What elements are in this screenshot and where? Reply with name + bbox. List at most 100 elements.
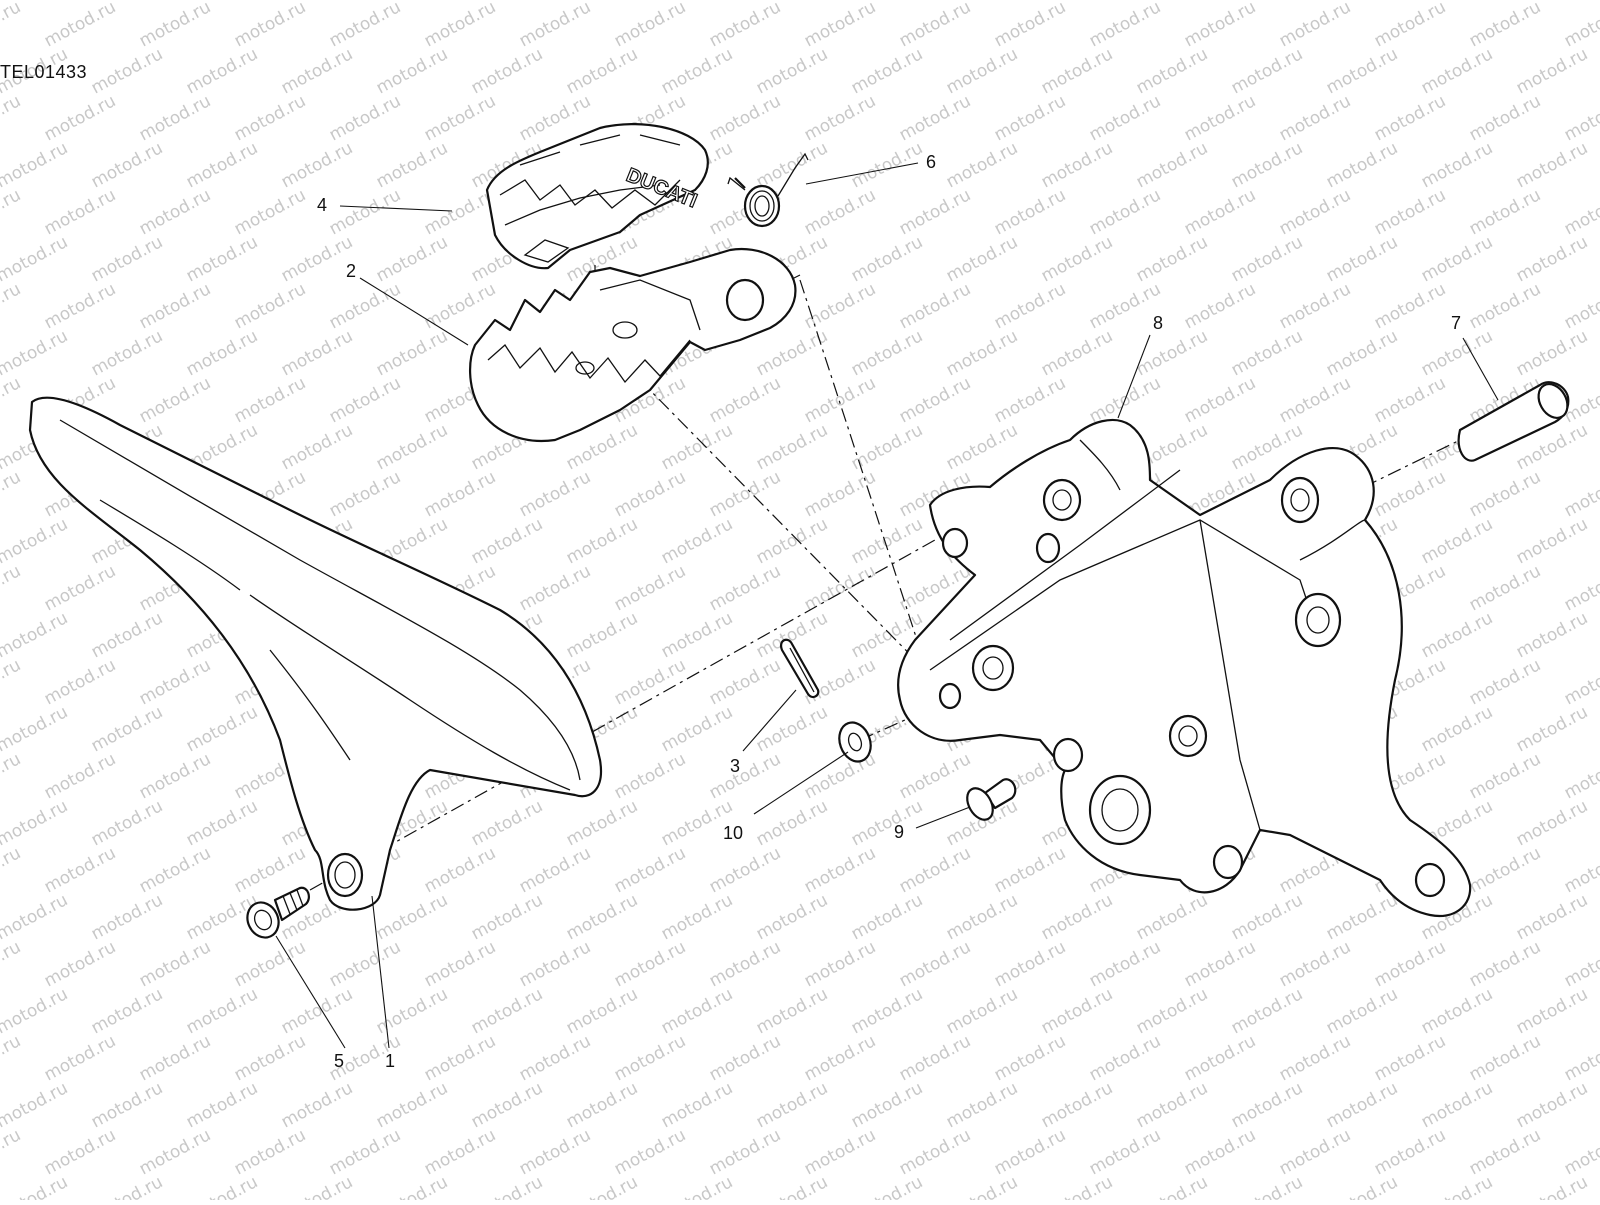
watermark-text: motod.ru — [848, 44, 926, 98]
watermark-text: motod.ru — [231, 1031, 309, 1085]
watermark-text: motod.ru — [1561, 937, 1600, 991]
watermark-text: motod.ru — [0, 1078, 71, 1132]
watermark-text: motod.ru — [1513, 1078, 1591, 1132]
watermark-text: motod.ru — [1418, 702, 1496, 756]
watermark-text: motod.ru — [373, 44, 451, 98]
watermark-text: motod.ru — [1133, 1172, 1211, 1200]
washer — [838, 721, 872, 763]
watermark-text: motod.ru — [848, 514, 926, 568]
watermark-text: motod.ru — [136, 91, 214, 145]
watermark-text: motod.ru — [943, 138, 1021, 192]
watermark-text: motod.ru — [801, 0, 879, 51]
watermark-text: motod.ru — [1466, 937, 1544, 991]
watermark-text: motod.ru — [1086, 937, 1164, 991]
watermark-text: motod.ru — [1466, 1031, 1544, 1085]
watermark-text: motod.ru — [1371, 0, 1449, 51]
watermark-text: motod.ru — [1323, 984, 1401, 1038]
watermark-text: motod.ru — [1561, 0, 1600, 51]
watermark-text: motod.ru — [848, 890, 926, 944]
watermark-text: motod.ru — [88, 702, 166, 756]
watermark-text: motod.ru — [848, 138, 926, 192]
watermark-text: motod.ru — [41, 749, 119, 803]
watermark-text: motod.ru — [88, 138, 166, 192]
leader-9 — [915, 806, 971, 829]
watermark-text: motod.ru — [468, 514, 546, 568]
callout-4: 4 — [317, 195, 327, 215]
watermark-text: motod.ru — [1228, 890, 1306, 944]
watermark-text: motod.ru — [1038, 1172, 1116, 1200]
watermark-text: motod.ru — [1418, 232, 1496, 286]
watermark-text: motod.ru — [373, 1172, 451, 1200]
watermark-text: motod.ru — [326, 467, 404, 521]
watermark-text: motod.ru — [1276, 279, 1354, 333]
watermark-text: motod.ru — [136, 0, 214, 51]
callout-5: 5 — [334, 1051, 344, 1071]
callout-1: 1 — [385, 1051, 395, 1071]
watermark-text: motod.ru — [41, 0, 119, 51]
watermark-text: motod.ru — [896, 1031, 974, 1085]
watermark-text: motod.ru — [1323, 326, 1401, 380]
watermark-text: motod.ru — [753, 984, 831, 1038]
watermark-text: motod.ru — [706, 1125, 784, 1179]
watermark-text: motod.ru — [1513, 1172, 1591, 1200]
watermark-text: motod.ru — [1038, 138, 1116, 192]
watermark-text: motod.ru — [88, 1172, 166, 1200]
watermark-text: motod.ru — [611, 749, 689, 803]
watermark-text: motod.ru — [706, 937, 784, 991]
watermark-text: motod.ru — [1466, 749, 1544, 803]
watermark-text: motod.ru — [41, 185, 119, 239]
leader-4 — [339, 205, 453, 212]
watermark-text: motod.ru — [896, 279, 974, 333]
watermark-text: motod.ru — [278, 44, 356, 98]
watermark-text: motod.ru — [801, 843, 879, 897]
watermark-text: motod.ru — [421, 467, 499, 521]
watermark-text: motod.ru — [1371, 467, 1449, 521]
split-pin — [780, 638, 820, 699]
watermark-text: motod.ru — [1371, 1125, 1449, 1179]
watermark-text: motod.ru — [421, 937, 499, 991]
watermark-text: motod.ru — [373, 138, 451, 192]
watermark-text: motod.ru — [1181, 937, 1259, 991]
watermark-text: motod.ru — [326, 1125, 404, 1179]
watermark-text: motod.ru — [373, 326, 451, 380]
leader-8 — [1117, 334, 1151, 419]
watermark-text: motod.ru — [0, 326, 71, 380]
watermark-text: motod.ru — [373, 1078, 451, 1132]
watermark-text: motod.ru — [0, 608, 71, 662]
watermark-text: motod.ru — [326, 0, 404, 51]
watermark-text: motod.ru — [278, 420, 356, 474]
watermark-text: motod.ru — [1418, 1078, 1496, 1132]
watermark-text: motod.ru — [1371, 937, 1449, 991]
watermark-text: motod.ru — [563, 890, 641, 944]
callout-10: 10 — [723, 823, 743, 843]
watermark-text: motod.ru — [0, 796, 71, 850]
watermark-text: motod.ru — [1561, 1031, 1600, 1085]
watermark-text: motod.ru — [1181, 91, 1259, 145]
watermark-text: motod.ru — [326, 937, 404, 991]
watermark-text: motod.ru — [848, 232, 926, 286]
watermark-text: motod.ru — [1418, 514, 1496, 568]
watermark-text: motod.ru — [326, 185, 404, 239]
watermark-text: motod.ru — [1513, 608, 1591, 662]
watermark-text: motod.ru — [848, 326, 926, 380]
axis-footpeg-1 — [639, 379, 946, 691]
watermark-text: motod.ru — [801, 1125, 879, 1179]
watermark-text: motod.ru — [706, 655, 784, 709]
rubber-plug — [966, 778, 1017, 821]
watermark-text: motod.ru — [1466, 561, 1544, 615]
watermark-text: motod.ru — [88, 608, 166, 662]
watermark-text: motod.ru — [1418, 984, 1496, 1038]
watermark-text: motod.ru — [1561, 279, 1600, 333]
watermark-text: motod.ru — [1228, 44, 1306, 98]
watermark-text: motod.ru — [1466, 467, 1544, 521]
callout-7: 7 — [1451, 313, 1461, 333]
watermark-text: motod.ru — [0, 937, 24, 991]
watermark-text: motod.ru — [801, 373, 879, 427]
watermark-text: motod.ru — [896, 1125, 974, 1179]
watermark-text: motod.ru — [468, 1172, 546, 1200]
drawing-code: TEL01433 — [0, 62, 88, 82]
leader-1 — [371, 895, 390, 1049]
watermark-text: motod.ru — [136, 843, 214, 897]
watermark-text: motod.ru — [1513, 326, 1591, 380]
